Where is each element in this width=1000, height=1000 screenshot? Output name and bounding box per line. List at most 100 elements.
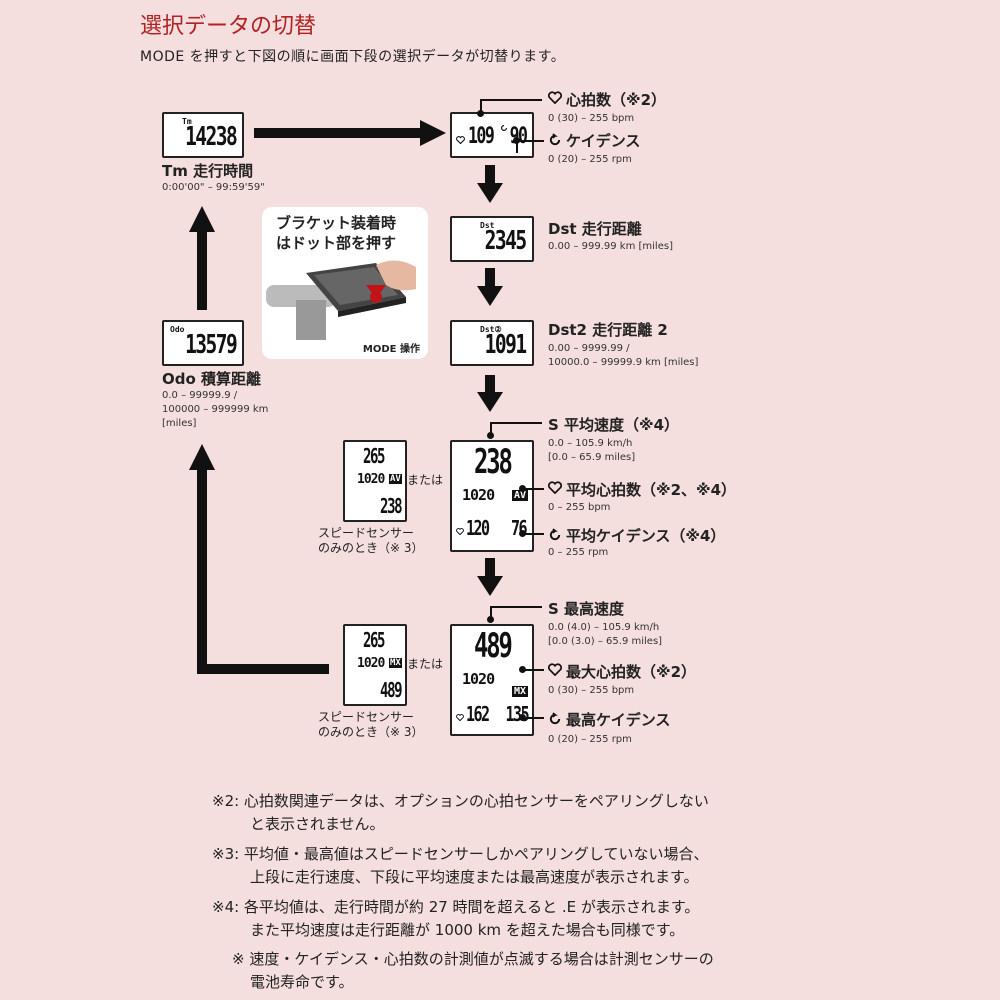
arrow-icon	[477, 576, 503, 596]
heart-icon	[456, 136, 465, 144]
max-speed-range-2: [0.0 (3.0) – 65.9 miles]	[548, 636, 663, 647]
avg-big-badge: AV	[512, 490, 529, 501]
leader-dot	[477, 110, 484, 117]
avg-small-bottom: 238	[379, 494, 402, 518]
max-speed-only-2: のみのとき（※ 3）	[318, 725, 424, 739]
arrow-down	[485, 558, 495, 576]
leader-line	[490, 606, 542, 608]
avg-speed-label: S 平均速度（※4）	[548, 416, 680, 434]
max-big-mid: 1020	[462, 670, 495, 688]
max-hr-range: 0 (30) – 255 bpm	[548, 685, 635, 696]
tm-range: 0:00'00" – 99:59'59"	[162, 182, 265, 193]
note-2-line-1: ※2: 心拍数関連データは、オプションの心拍センサーをペアリングしない	[212, 792, 709, 810]
arrow-icon	[477, 183, 503, 203]
arrow-icon	[189, 206, 215, 232]
tm-value: 14238	[184, 122, 238, 152]
leader-line	[490, 606, 492, 618]
tm-label: Tm 走行時間	[162, 162, 254, 180]
avg-speed-range-2: [0.0 – 65.9 miles]	[548, 452, 636, 463]
max-big-top: 489	[474, 626, 513, 666]
arrow-icon	[477, 392, 503, 412]
dst2-value: 1091	[485, 330, 527, 360]
leader-line	[480, 100, 482, 112]
avg-cad-label: 平均ケイデンス（※4）	[566, 527, 726, 545]
max-or: または	[407, 657, 444, 671]
max-small-mid: 1020	[357, 656, 385, 671]
avg-speed-only-1: スピードセンサー	[318, 526, 415, 540]
arrow-down	[485, 268, 495, 286]
dst2-range-2: 10000.0 – 99999.9 km [miles]	[548, 357, 699, 368]
avg-or: または	[407, 473, 444, 487]
mode-op-label: MODE 操作	[362, 344, 420, 355]
heart-icon	[548, 91, 562, 104]
note-3-line-1: ※3: 平均値・最高値はスピードセンサーしかペアリングしていない場合、	[212, 845, 709, 863]
cadence-icon	[549, 712, 561, 725]
arrow-odo-to-tm	[197, 230, 207, 310]
dst-tag: Dst	[480, 221, 495, 230]
cadence-icon	[549, 133, 561, 146]
hr-value: 109	[468, 124, 495, 149]
leader-line	[522, 669, 544, 671]
heart-icon	[456, 528, 464, 535]
bracket-illustration	[266, 260, 416, 340]
arrow-tm-to-hr	[254, 128, 424, 138]
cad-range: 0 (20) – 255 rpm	[548, 154, 632, 165]
avg-big-hr: 120	[466, 516, 490, 540]
odo-value: 13579	[184, 330, 238, 360]
max-small-bottom: 489	[379, 678, 402, 702]
hr-cad-display: 109 90	[450, 112, 534, 158]
dst2-range-1: 0.00 – 9999.99 /	[548, 343, 630, 354]
dst2-label: Dst2 走行距離 2	[548, 321, 668, 339]
dst-range: 0.00 – 999.99 km [miles]	[548, 241, 673, 252]
max-speed-range-1: 0.0 (4.0) – 105.9 km/h	[548, 622, 660, 633]
max-big-cad: 135	[505, 702, 529, 726]
hr-label: 心拍数（※2）	[566, 91, 667, 109]
avg-hr-range: 0 – 255 bpm	[548, 502, 611, 513]
avg-big-mid: 1020	[462, 486, 495, 504]
dst2-tag: Dst②	[480, 325, 502, 334]
note-3-line-2: 上段に走行速度、下段に平均速度または最高速度が表示されます。	[250, 868, 699, 886]
arrow-icon	[477, 286, 503, 306]
leader-line	[480, 99, 542, 101]
leader-line	[516, 140, 544, 142]
note-5-line-1: ※ 速度・ケイデンス・心拍数の計測値が点滅する場合は計測センサーの	[232, 950, 714, 968]
odo-label: Odo 積算距離	[162, 370, 262, 388]
max-small-display: 265 1020 MX 489	[343, 624, 407, 706]
avg-speed-range-1: 0.0 – 105.9 km/h	[548, 438, 633, 449]
odo-range-2: 100000 – 999999 km	[162, 404, 269, 415]
dst-value: 2345	[485, 226, 527, 256]
tm-tag: Tm	[182, 117, 192, 126]
avg-hr-label: 平均心拍数（※2、※4）	[566, 481, 737, 499]
leader-line	[522, 533, 544, 535]
arrow-down	[485, 165, 495, 183]
max-cad-range: 0 (20) – 255 rpm	[548, 734, 632, 745]
note-4-line-2: また平均速度は走行距離が 1000 km を超えた場合も同様です。	[250, 921, 685, 939]
odo-range-3: [miles]	[162, 418, 197, 429]
leader-line	[516, 141, 518, 153]
page-title: 選択データの切替	[140, 14, 317, 39]
max-big-display: 489 1020 MX 162 135	[450, 624, 534, 736]
avg-small-badge: AV	[389, 474, 402, 484]
leader-line	[490, 422, 542, 424]
dst-label: Dst 走行距離	[548, 220, 642, 238]
avg-big-top: 238	[474, 442, 513, 482]
leader-line	[522, 717, 544, 719]
avg-small-mid: 1020	[357, 472, 385, 487]
max-small-badge: MX	[389, 658, 402, 668]
leader-dot	[487, 432, 494, 439]
odo-range-1: 0.0 – 99999.9 /	[162, 390, 238, 401]
heart-icon	[548, 481, 562, 494]
photo-caption-2: はドット部を押す	[276, 234, 397, 252]
cad-label: ケイデンス	[566, 132, 641, 150]
leader-line	[522, 488, 544, 490]
arrow-down	[485, 375, 495, 393]
dst-display: Dst 2345	[450, 216, 534, 262]
arrow-max-to-odo-h	[197, 664, 329, 674]
arrow-max-to-odo-v	[197, 468, 207, 674]
hr-range: 0 (30) – 255 bpm	[548, 113, 635, 124]
page-subtitle: MODE を押すと下図の順に画面下段の選択データが切替ります。	[140, 49, 566, 65]
leader-dot	[513, 137, 520, 144]
photo-caption-1: ブラケット装着時	[276, 214, 397, 232]
max-speed-only-1: スピードセンサー	[318, 710, 415, 724]
cadence-icon	[549, 528, 561, 541]
